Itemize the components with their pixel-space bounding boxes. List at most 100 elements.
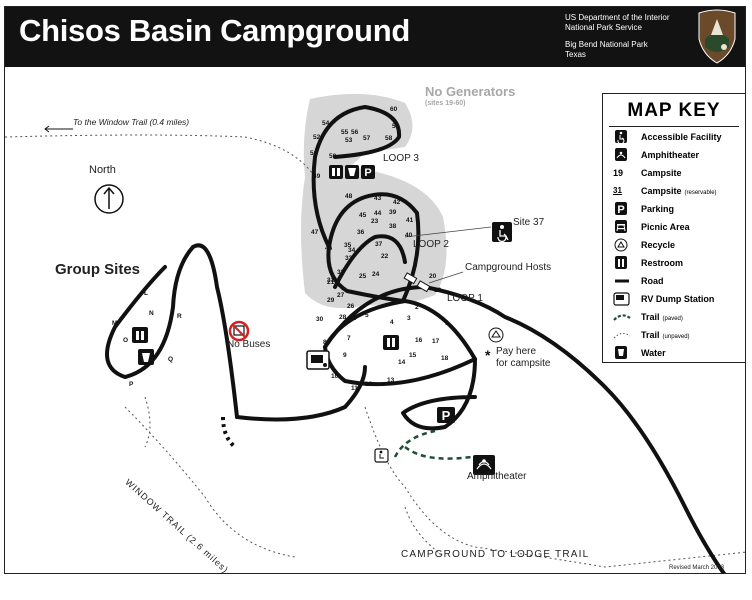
campsite-37: 37 — [375, 241, 383, 248]
group-site-q: Q — [168, 356, 174, 363]
entry-road — [235, 365, 367, 422]
no-buses-label: No Buses — [227, 339, 271, 350]
key-label-unpaved-trail: Trail(unpaved) — [641, 330, 690, 340]
group-restroom-icon — [132, 327, 148, 343]
campsite-8: 8 — [323, 339, 327, 346]
key-label-picnic: Picnic Area — [641, 222, 690, 232]
key-row-restroom: Restroom — [613, 256, 743, 272]
campsite-32: 32 — [337, 269, 345, 276]
campsite-33: 33 — [345, 255, 353, 262]
agency-line-2: National Park Service — [565, 23, 642, 32]
pay-here-label-2: for campsite — [496, 358, 551, 369]
campsite-21: 21 — [327, 279, 335, 286]
campsite-18: 18 — [441, 355, 449, 362]
key-label-water: Water — [641, 348, 666, 358]
group-site-o: O — [123, 337, 129, 344]
campsite-2: 2 — [415, 304, 419, 311]
key-row-accessible: Accessible Facility — [613, 130, 743, 146]
campsite-7: 7 — [347, 335, 351, 342]
key-label-amphitheater: Amphitheater — [641, 150, 700, 160]
campsite-4: 4 — [390, 319, 394, 326]
campsite-38: 38 — [389, 223, 397, 230]
north-label: North — [89, 164, 116, 176]
loop-1 — [323, 299, 477, 387]
campsite-59: 59 — [392, 123, 400, 130]
amphitheater-label: Amphitheater — [467, 471, 527, 482]
key-row-unpaved-trail: Trail(unpaved) — [613, 328, 743, 344]
campsite-45: 45 — [359, 212, 367, 219]
campsite-19: 19 — [434, 287, 442, 294]
key-label-reservable: Campsite(reservable) — [641, 186, 717, 196]
restroom-key-icon — [615, 256, 627, 269]
group-site-l: L — [144, 290, 148, 297]
campsite-key-sample: 19 — [613, 168, 624, 178]
no-generator-zone — [301, 93, 447, 309]
key-label-restroom: Restroom — [641, 258, 684, 268]
loop3-restroom-icon — [329, 165, 343, 179]
main-road — [323, 285, 727, 573]
site37-label: Site 37 — [513, 217, 545, 228]
campsite-28: 28 — [339, 314, 347, 321]
key-label-unpaved-trail-main: Trail — [641, 330, 660, 340]
amphitheater-icon — [473, 455, 495, 475]
site37-leader — [404, 226, 492, 238]
campsite-44: 44 — [374, 210, 382, 217]
unpaved-trails — [5, 134, 745, 568]
rv-dump-key-icon — [613, 292, 630, 306]
no-generators-sub-label: (sites 19-60) — [425, 100, 466, 107]
key-label-paved-trail: Trail(paved) — [641, 312, 683, 322]
group-sites-label: Group Sites — [55, 261, 141, 278]
site37-accessible-icon — [492, 222, 512, 243]
arrow-left-icon — [44, 125, 73, 133]
agency-line-3: Big Bend National Park — [565, 40, 648, 49]
lodge-trail-path — [364, 406, 745, 568]
key-label-reservable-sub: (reservable) — [684, 190, 717, 196]
campsite-50: 50 — [329, 153, 337, 160]
campsite-41: 41 — [406, 217, 414, 224]
pay-here-label-1: Pay here — [496, 346, 537, 357]
key-row-water: Water — [613, 346, 743, 362]
loop1-label: LOOP 1 — [447, 293, 483, 304]
campsite-27: 27 — [337, 292, 345, 299]
parking-key-icon: P — [615, 202, 627, 216]
campsite-57: 57 — [363, 135, 371, 142]
wheelchair-icon — [615, 130, 627, 144]
key-row-amphitheater: Amphitheater — [613, 148, 743, 164]
campsite-24: 24 — [372, 271, 380, 278]
hosts-leader — [428, 271, 464, 284]
campsite-3: 3 — [407, 315, 411, 322]
header-bar: Chisos Basin Campground US Department of… — [5, 7, 745, 67]
campsite-55: 55 — [341, 129, 349, 136]
key-label-unpaved-trail-sub: (unpaved) — [662, 334, 690, 340]
parking-loop — [401, 357, 477, 431]
campsite-60: 60 — [390, 106, 398, 113]
key-label-campsite: Campsite — [641, 168, 682, 178]
key-row-paved-trail: Trail(paved) — [613, 310, 743, 326]
picnic-icon — [615, 220, 627, 233]
group-site-n: N — [149, 310, 154, 317]
key-label-road: Road — [641, 276, 664, 286]
campground-hosts-label: Campground Hosts — [465, 262, 552, 273]
key-label-rv-dump: RV Dump Station — [641, 294, 715, 304]
group-sites-road — [105, 243, 239, 419]
roads — [105, 105, 727, 573]
campsite-31: 31 — [327, 277, 335, 284]
key-label-accessible: Accessible Facility — [641, 132, 722, 142]
window-trail-path — [124, 406, 296, 558]
campsite-25: 25 — [359, 273, 367, 280]
campsite-49: 49 — [313, 173, 321, 180]
campsite-36: 36 — [357, 229, 365, 236]
key-label-recycle: Recycle — [641, 240, 676, 250]
paved-trail — [393, 429, 485, 476]
campsite-12: 12 — [365, 381, 373, 388]
campsite-9: 9 — [343, 352, 347, 359]
road-line-icon — [615, 279, 629, 283]
amphitheater-key-icon — [615, 148, 627, 161]
campsite-16: 16 — [415, 337, 423, 344]
key-label-paved-trail-main: Trail — [641, 312, 660, 322]
loop3-label: LOOP 3 — [383, 153, 419, 164]
lodge-trail-label: CAMPGROUND TO LODGE TRAIL — [401, 549, 590, 560]
group-site-p: P — [129, 381, 134, 388]
key-row-road: Road — [613, 274, 743, 290]
campsite-13: 13 — [387, 377, 395, 384]
